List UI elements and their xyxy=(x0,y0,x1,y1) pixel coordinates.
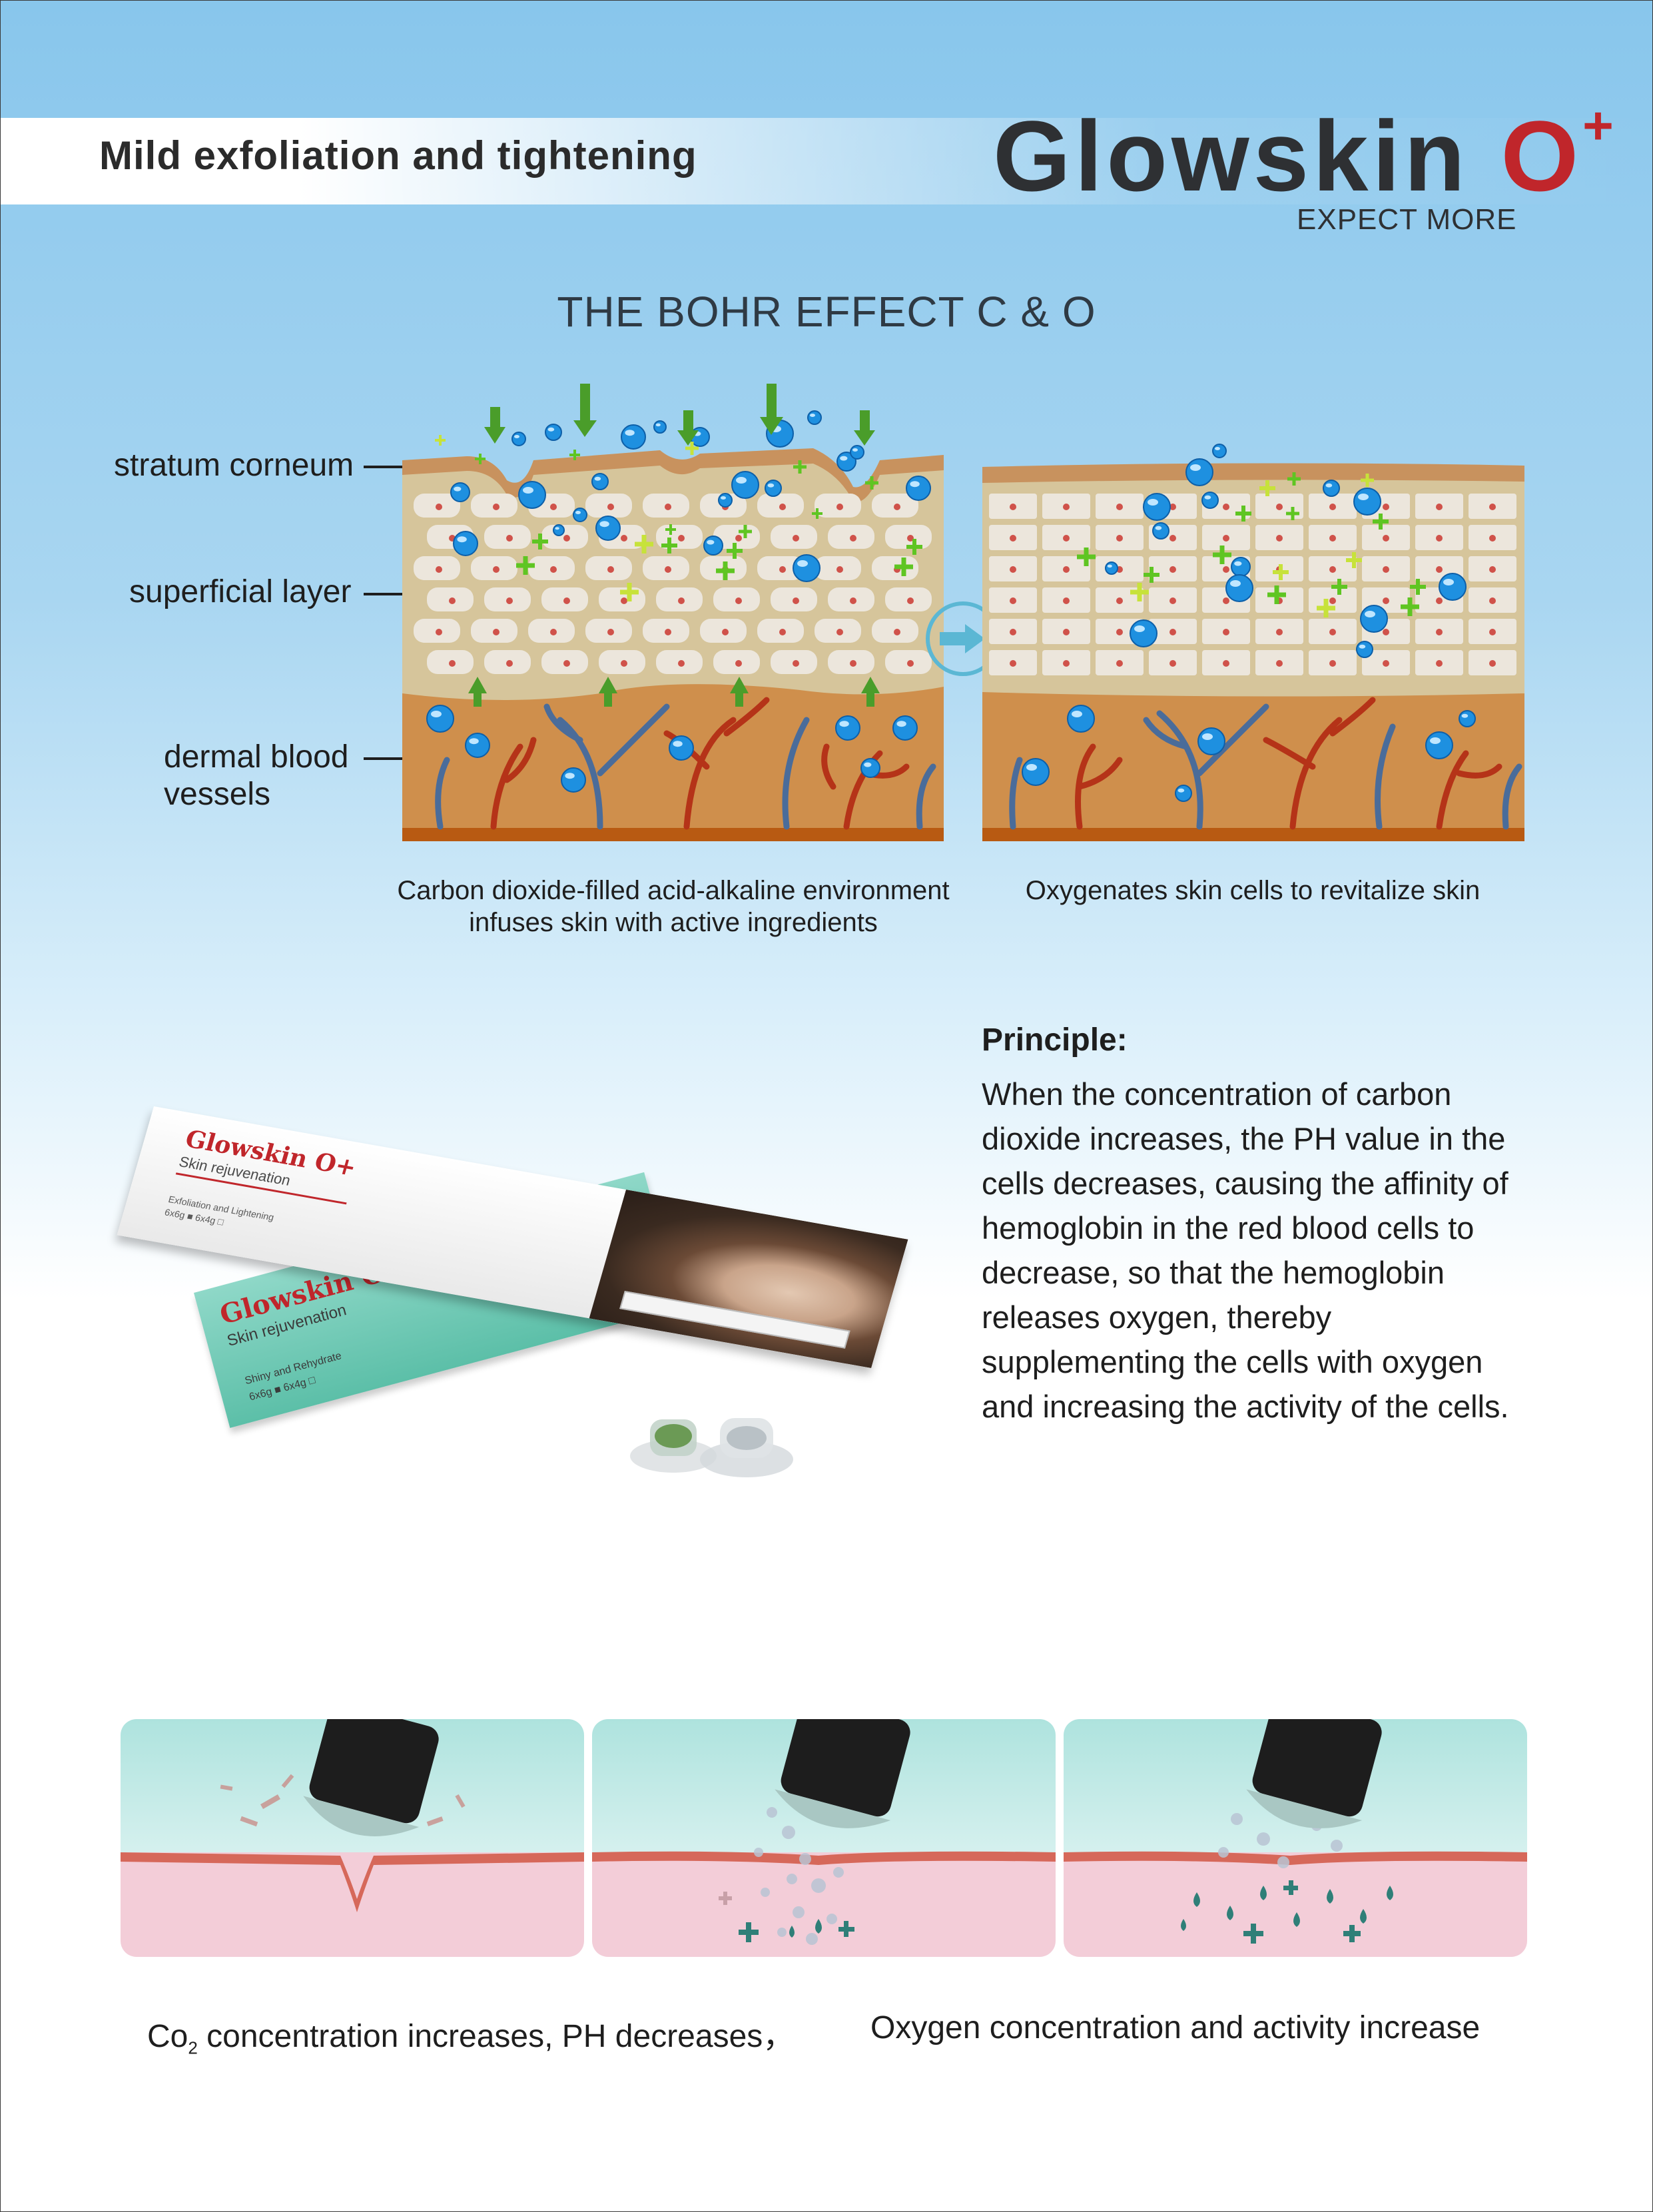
brand-tagline: EXPECT MORE xyxy=(1297,203,1517,236)
brand-letter: O xyxy=(1500,100,1583,212)
brand-name: Glowskin xyxy=(993,100,1469,212)
bohr-title: THE BOHR EFFECT C & O xyxy=(557,288,1096,336)
header-band xyxy=(1,118,1652,204)
caption-after: Oxygenates skin cells to revitalize skin xyxy=(1025,876,1481,905)
bottom-caption-right: Oxygen concentration and activity increa… xyxy=(870,2010,1481,2045)
cells-left xyxy=(414,494,932,674)
bottom-caption-left: Co2 concentration increases, PH decrease… xyxy=(147,2010,795,2059)
product-image: Glowskin O+ Skin rejuvenation Shiny and … xyxy=(117,1073,953,1579)
co2-prefix: Co xyxy=(147,2019,188,2054)
caption-before-line1: Carbon dioxide-filled acid-alkaline envi… xyxy=(397,876,950,905)
model-photo xyxy=(589,1190,908,1369)
device-panel-3 xyxy=(1064,1719,1527,1957)
bottom-caption-left-text: concentration increases, PH decreases， xyxy=(197,2019,795,2054)
device-panel-2 xyxy=(592,1719,1056,1957)
label-stratum-corneum: stratum corneum xyxy=(114,448,354,483)
brand-logo: Glowskin O+ xyxy=(993,99,1618,206)
device-panel-1 xyxy=(121,1719,584,1957)
ampoule-caps xyxy=(630,1418,793,1477)
brand-plus: + xyxy=(1582,96,1618,155)
skin-diagram xyxy=(364,384,1524,841)
caption-before-line2: infuses skin with active ingredients xyxy=(469,908,878,937)
skin-panel-after xyxy=(982,444,1524,841)
bubbles-left xyxy=(426,410,931,793)
tagline: Mild exfoliation and tightening xyxy=(99,133,697,178)
skin-panel-before xyxy=(402,384,944,841)
principle-title: Principle: xyxy=(982,1022,1128,1058)
label-superficial-layer: superficial layer xyxy=(129,574,352,609)
vessels-right xyxy=(1009,697,1522,830)
label-dermal-line2: vessels xyxy=(164,777,271,812)
green-arrows-left xyxy=(468,384,880,707)
bubbles-right xyxy=(1022,444,1476,802)
co2-subscript: 2 xyxy=(188,2037,198,2058)
cells-right xyxy=(989,494,1516,675)
principle-body: When the concentration of carbon dioxide… xyxy=(982,1076,1509,1424)
caption-before: Carbon dioxide-filled acid-alkaline envi… xyxy=(374,875,973,938)
label-dermal-line1: dermal blood xyxy=(164,739,349,775)
